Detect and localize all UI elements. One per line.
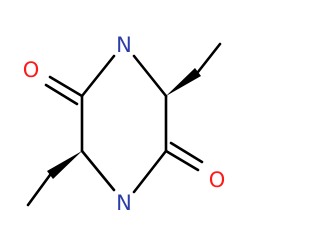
bond-n-bottom-to-c-left-bottom	[80, 149, 116, 192]
double-bond-left-line-2	[44, 83, 79, 106]
molecule-diagram: N N O O	[23, 33, 226, 215]
structure-canvas: N N O O	[22, 33, 226, 215]
atom-labels: N N O O	[23, 33, 226, 215]
oxygen-right-label: O	[209, 168, 226, 192]
oxygen-left-label: O	[23, 58, 40, 82]
bond-c-left-carbonyl-to-n-top	[80, 54, 116, 98]
double-bond-left-line-1	[48, 75, 84, 98]
wedge-bond-bottom-left	[47, 151, 82, 179]
ethyl-bond-top-right	[196, 42, 222, 74]
wedge-bond-top-right	[166, 68, 201, 96]
carbonyl-bonds	[44, 75, 204, 172]
nitrogen-bottom-label: N	[116, 191, 132, 215]
double-bond-right-line-1	[164, 149, 200, 172]
stereo-wedges	[47, 68, 201, 179]
ethyl-bonds	[26, 42, 222, 207]
ring-bonds	[80, 54, 168, 194]
double-bond-right-line-2	[169, 141, 204, 164]
bond-c-right-carbonyl-to-n-bottom	[132, 149, 168, 194]
ethyl-bond-bottom-left	[26, 173, 52, 207]
bond-n-top-to-c-right-top	[132, 54, 168, 98]
nitrogen-top-label: N	[116, 33, 132, 57]
